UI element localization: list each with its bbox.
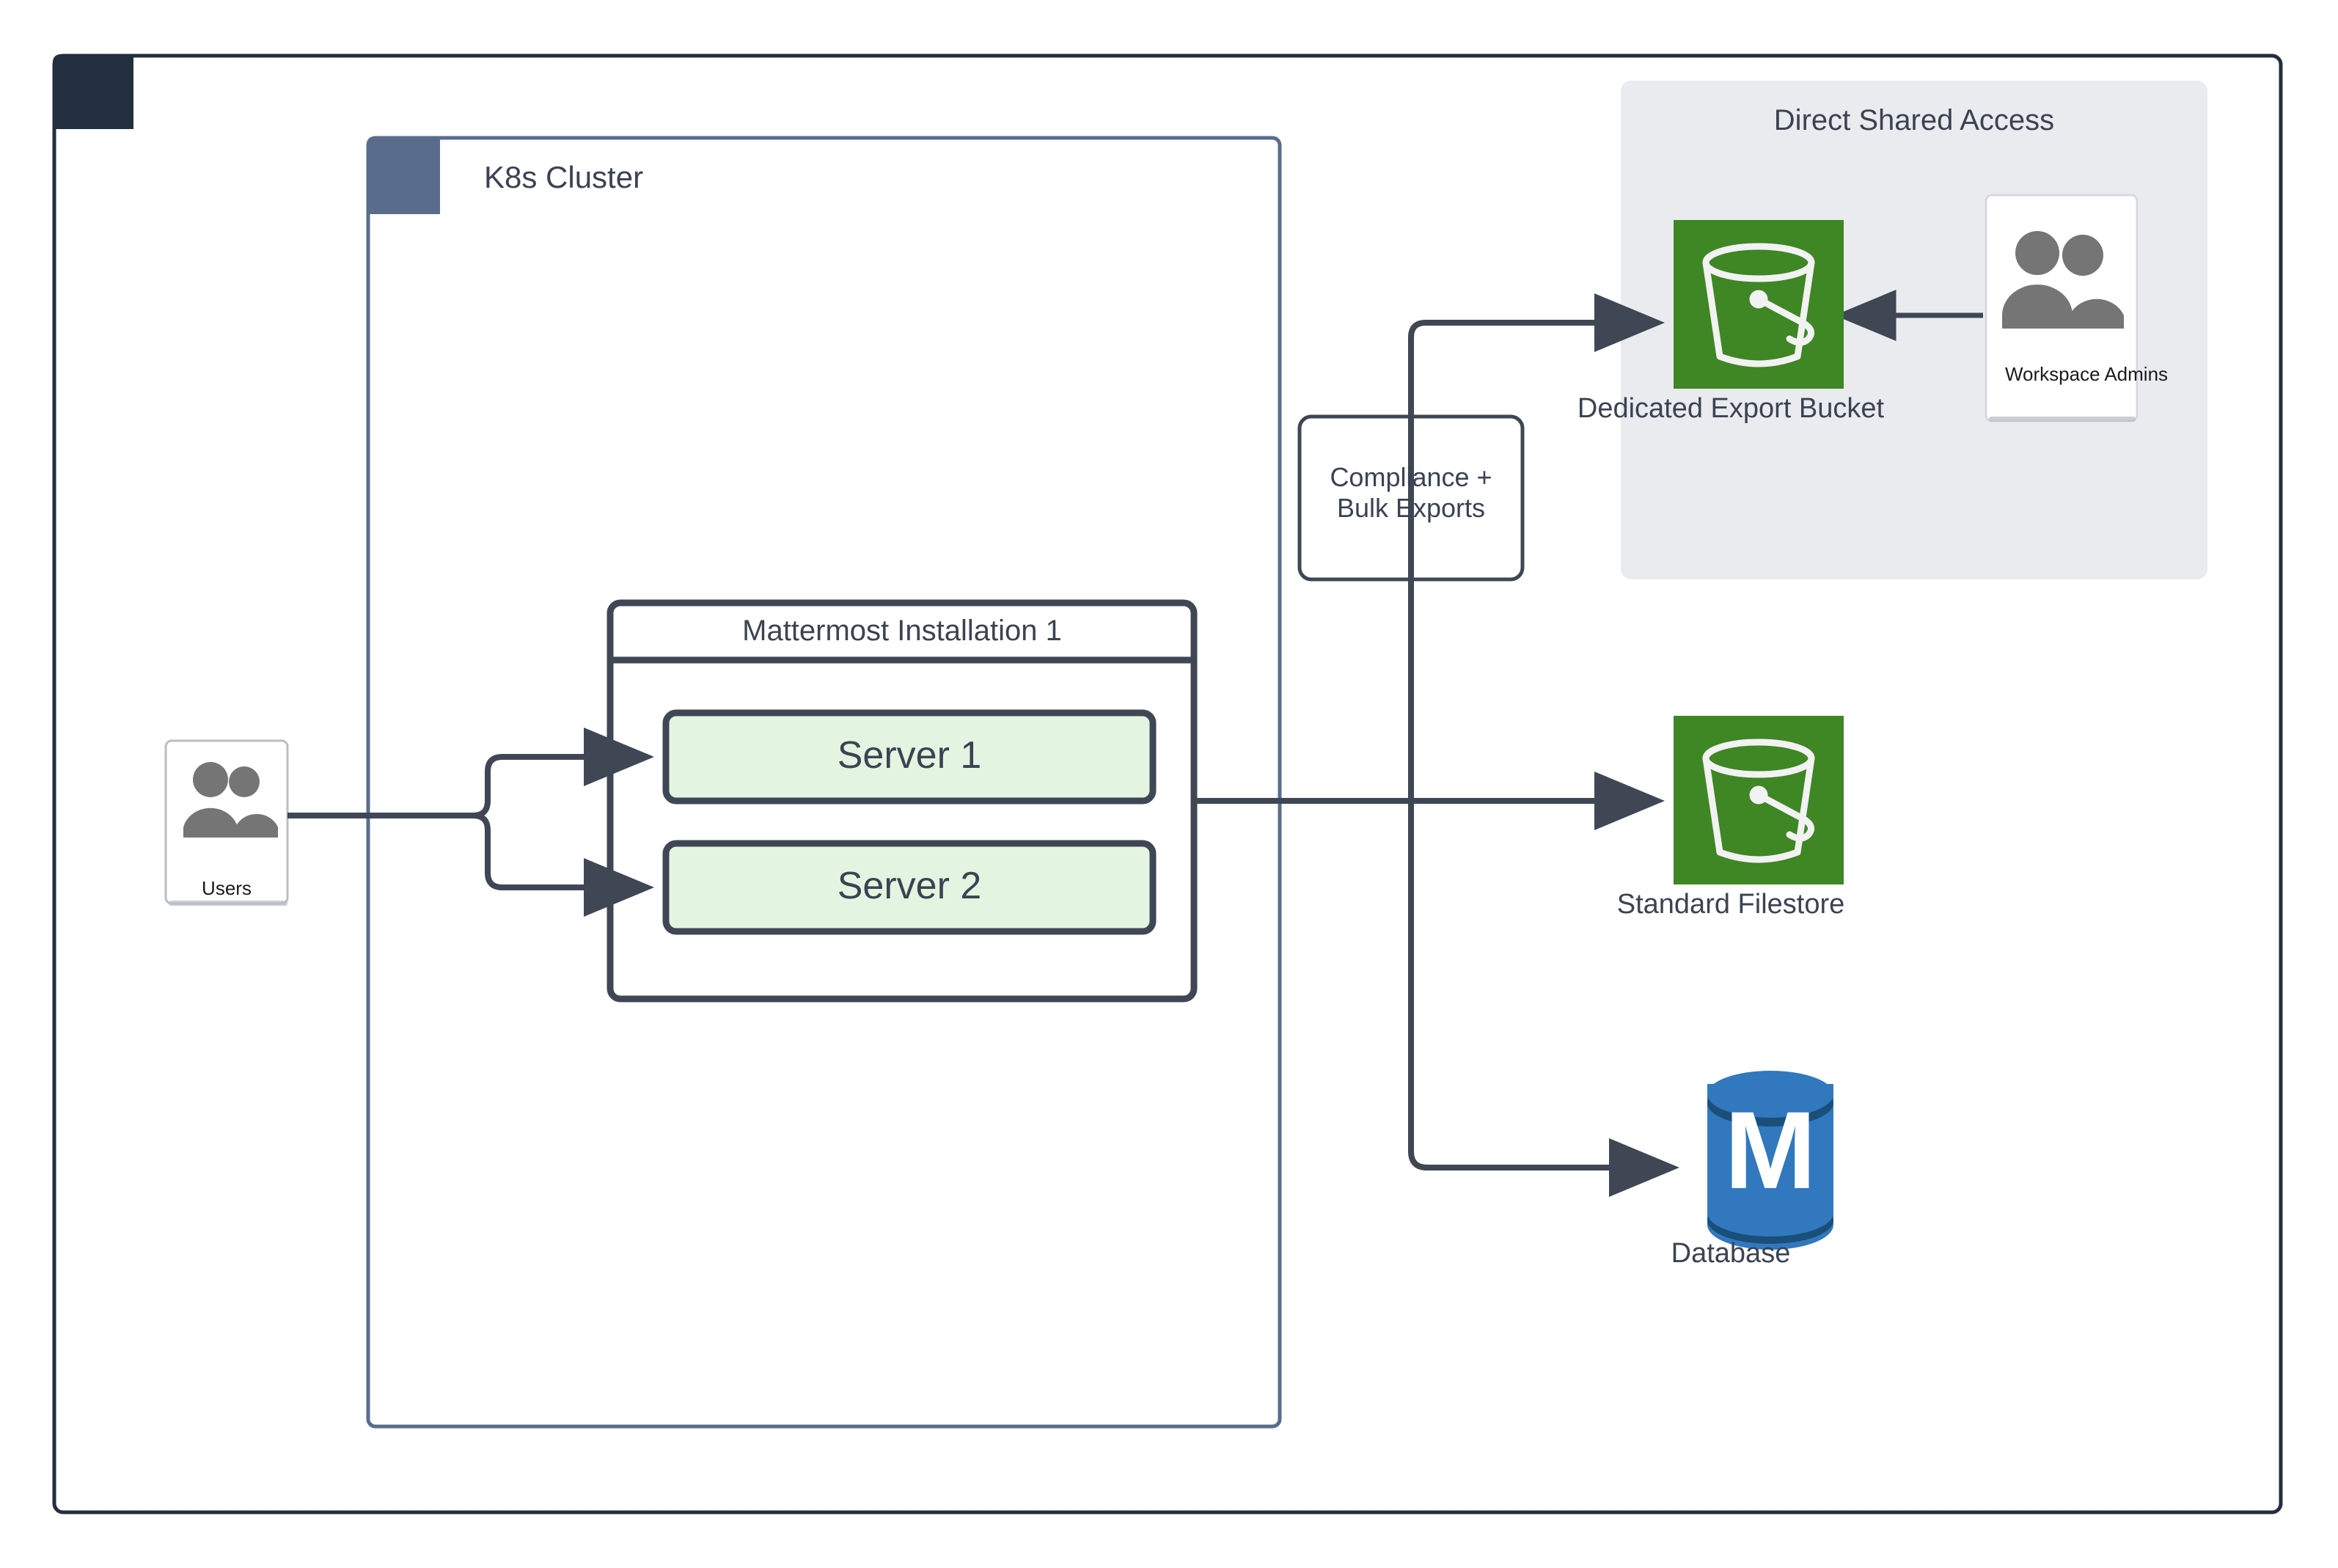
workspace-admins-label: Workspace Admins: [2004, 363, 2169, 385]
users-group-icon: [183, 762, 278, 838]
server-2-box: [662, 840, 1157, 935]
connector-users-to-server2: [472, 813, 654, 917]
server-1-box: [662, 709, 1157, 805]
workspace-admins-node: [1985, 194, 2139, 422]
direct-shared-access-title: Direct Shared Access: [1773, 104, 2055, 136]
server-1-label: Server 1: [837, 734, 982, 777]
server-2-label: Server 2: [837, 865, 982, 907]
connector-compliance-trunk: [1408, 293, 1665, 801]
standard-filestore-label: Standard Filestore: [1616, 889, 1845, 920]
svg-text:M: M: [1725, 1088, 1817, 1212]
standard-filestore-icon: [1674, 716, 1844, 884]
users-group-icon: [2002, 231, 2124, 329]
k8s-cluster-boundary: [366, 136, 1282, 1429]
aws-cloud-boundary: [52, 54, 2283, 1514]
compliance-bulk-exports-label: Compliance + Bulk Exports: [1330, 462, 1492, 523]
users-label: Users: [202, 877, 252, 899]
database-label: Database: [1671, 1238, 1791, 1269]
k8s-cluster-label: K8s Cluster: [484, 160, 644, 194]
users-node: [164, 739, 289, 906]
aws-logo-badge: [53, 54, 133, 129]
dedicated-export-bucket-label: Dedicated Export Bucket: [1577, 393, 1885, 424]
connector-trunk-to-database: [1408, 801, 1679, 1197]
mattermost-installation-title: Mattermost Installation 1: [742, 615, 1062, 647]
dedicated-export-bucket-icon: [1674, 220, 1844, 389]
mattermost-database-icon: M: [1707, 1071, 1833, 1250]
k8s-cluster-badge: [367, 136, 440, 214]
